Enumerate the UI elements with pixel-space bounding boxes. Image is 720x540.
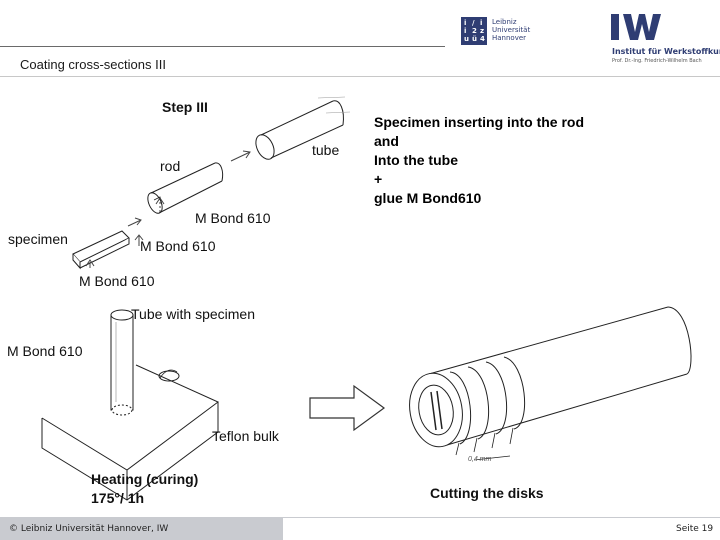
tube-label: tube — [312, 142, 340, 158]
rod-drawing — [147, 162, 224, 214]
teflon-label: Teflon bulk — [212, 428, 279, 444]
luh-logo: i / i i 2 z u ü 4 Leibniz Universität Ha… — [461, 17, 557, 47]
tube-with-specimen-label: Tube with specimen — [131, 306, 255, 322]
iw-logo-icon — [611, 14, 661, 40]
step-label: Step III — [162, 99, 208, 115]
assembly-arrows — [85, 150, 251, 268]
bond-left-label: M Bond 610 — [7, 343, 83, 359]
header-bottom-divider — [0, 76, 720, 77]
teflon-bulk-drawing — [41, 309, 219, 501]
bond-rod-label: M Bond 610 — [195, 210, 271, 226]
page-title: Coating cross-sections III — [20, 57, 166, 72]
page-number: Seite 19 — [676, 524, 714, 534]
footer-line — [283, 517, 720, 518]
luh-logo-text: Leibniz Universität Hannover — [492, 18, 531, 42]
bond-bottom-label: M Bond 610 — [79, 273, 155, 289]
cutting-label: Cutting the disks — [430, 485, 544, 501]
footer-bar — [0, 517, 283, 540]
rod-label: rod — [160, 158, 181, 174]
header — [0, 0, 720, 78]
institute-name: Institut für Werkstoffkunde — [612, 47, 720, 56]
measure-label: 0,4 mm — [468, 456, 492, 463]
specimen-drawing — [72, 230, 130, 270]
tube-drawing — [255, 96, 351, 160]
luh-logo-mark: i / i i 2 z u ü 4 — [461, 17, 487, 45]
specimen-label: specimen — [8, 231, 68, 247]
description-block: Specimen inserting into the rod and Into… — [374, 114, 585, 206]
process-arrow-icon — [309, 384, 386, 432]
professor-name: Prof. Dr.-Ing. Friedrich-Wilhelm Bach — [612, 58, 702, 64]
heating-label: Heating (curing) — [91, 471, 199, 487]
cut-tube-drawing — [409, 306, 692, 461]
bond-specimen-label: M Bond 610 — [140, 238, 216, 254]
heating-params: 175°/ 1h — [91, 490, 145, 506]
header-divider — [0, 46, 445, 47]
copyright-text: © Leibniz Universität Hannover, IW — [9, 524, 169, 534]
